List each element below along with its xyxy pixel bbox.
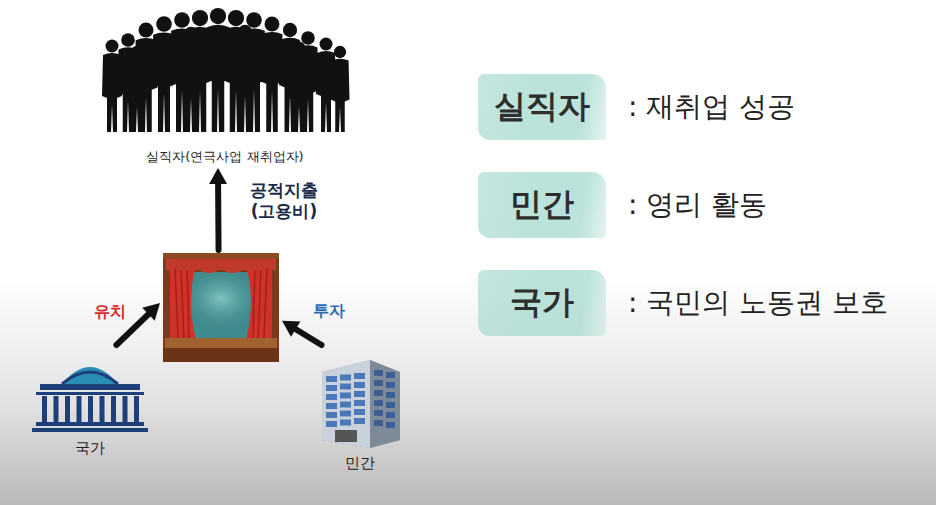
window (326, 412, 337, 418)
brush-heading: 민간 (478, 172, 606, 238)
crowd-silhouette (102, 8, 350, 132)
person-head (301, 31, 315, 45)
window (374, 420, 383, 426)
term-row: 국가 : 국민의 노동권 보호 (478, 268, 918, 338)
window (354, 382, 365, 388)
assembly-building (32, 367, 148, 432)
person-body (234, 40, 256, 132)
figure-label: 민간 (305, 454, 415, 473)
window (340, 384, 351, 390)
window (354, 391, 365, 397)
window (374, 370, 383, 376)
column (100, 396, 105, 422)
window (386, 382, 395, 388)
column (77, 396, 82, 422)
window (374, 410, 383, 416)
person-body (128, 59, 147, 132)
window (386, 402, 395, 408)
window (326, 376, 337, 382)
figure-node: 실직자(연극사업 재취업자) (95, 5, 355, 168)
arrow-connector (282, 321, 322, 345)
window (340, 375, 351, 381)
column (123, 396, 128, 422)
brush-heading: 국가 (478, 270, 606, 336)
window (340, 411, 351, 417)
person-body (289, 55, 309, 132)
window (354, 418, 365, 424)
column (111, 396, 116, 422)
person-head (184, 27, 198, 41)
person-head (320, 38, 333, 51)
window (386, 372, 395, 378)
person-head (238, 25, 252, 39)
person-head (106, 40, 119, 53)
person-head (192, 10, 208, 26)
window (386, 412, 395, 418)
term-row: 민간 : 영리 활동 (478, 170, 918, 240)
person-head (174, 12, 190, 28)
figure-label: 국가 (30, 439, 150, 458)
person-head (283, 23, 297, 37)
person-head (334, 46, 346, 58)
window (354, 373, 365, 379)
column (65, 396, 70, 422)
person-head (265, 17, 280, 32)
window (326, 394, 337, 400)
stage-illustration (163, 253, 279, 362)
figure-node: 국가 (30, 345, 150, 460)
arrow-head (282, 321, 300, 337)
arrow-head (142, 303, 160, 321)
column (88, 396, 93, 422)
window (374, 390, 383, 396)
column (134, 396, 139, 422)
person-head (210, 8, 226, 24)
arrow-shaft (215, 181, 221, 250)
column (54, 396, 59, 422)
person-body (180, 42, 202, 132)
term-description: : 재취업 성공 (628, 88, 795, 126)
office-building (322, 360, 400, 448)
window (386, 422, 395, 428)
window (326, 403, 337, 409)
person-head (131, 46, 143, 58)
person-head (228, 10, 244, 26)
edge-label: 공적지출 (고용비) (242, 180, 326, 223)
arrow-connector (209, 168, 227, 250)
arrow-shaft (293, 327, 322, 345)
person-head (246, 12, 262, 28)
person-head (293, 42, 306, 55)
figure-label: 실직자(연극사업 재취업자) (95, 148, 355, 166)
person-body (331, 59, 350, 132)
person-head (156, 16, 172, 32)
window (340, 420, 351, 426)
figure-node: 민간 (305, 345, 415, 475)
term-row: 실직자 : 재취업 성공 (478, 72, 918, 142)
window (340, 393, 351, 399)
window (374, 400, 383, 406)
window (340, 402, 351, 408)
edge-label: 유치 (88, 302, 132, 322)
window (326, 421, 337, 427)
person-head (139, 23, 154, 38)
term-description: : 국민의 노동권 보호 (628, 284, 888, 322)
window (326, 385, 337, 391)
figure-node (160, 250, 282, 368)
window (386, 392, 395, 398)
column (42, 396, 47, 422)
edge-label: 투자 (307, 301, 351, 321)
term-description: : 영리 활동 (628, 186, 767, 224)
brush-heading: 실직자 (478, 74, 606, 140)
arrow-head (209, 168, 227, 184)
window (374, 380, 383, 386)
window (354, 409, 365, 415)
window (354, 400, 365, 406)
person-head (121, 33, 135, 47)
